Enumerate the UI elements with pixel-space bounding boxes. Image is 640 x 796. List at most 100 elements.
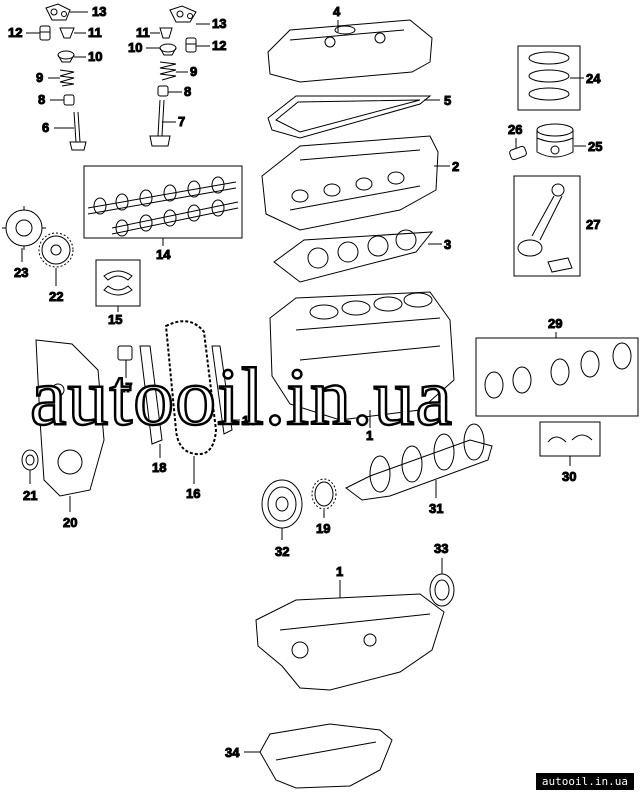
callout-label: 1 [336,564,343,579]
callout-label: 30 [562,469,576,484]
site-url-badge: autooil.in.ua [535,773,634,790]
callout-11-right: 11 [136,25,160,41]
callout-label: 17 [118,380,132,395]
callout-18-right: 18 [226,413,257,429]
camshaft-intake [87,176,237,215]
main-bearings-box [475,337,639,417]
callout-2: 2 [434,159,460,175]
valve-retainer-right [159,43,177,56]
callout-7: 7 [162,114,186,130]
piston [536,123,574,158]
callout-label: 33 [434,541,448,556]
callout-13-right: 13 [196,16,227,32]
rocker-arm-left [45,3,71,21]
timing-chain-cover [35,339,105,497]
oil-pan-lower [259,723,393,789]
callout-label: 10 [88,49,102,64]
callout-label: 8 [38,92,45,107]
callout-4: 4 [333,4,342,32]
connecting-rod-box [513,175,581,277]
callout-label: 24 [586,71,601,86]
crankshaft-sprocket [311,478,337,510]
callout-label: 25 [588,139,602,154]
callout-9-left: 9 [36,70,60,86]
callout-label: 5 [444,93,451,108]
callout-label: 13 [212,16,226,31]
callout-label: 3 [444,237,451,252]
callout-label: 1 [366,428,373,443]
callout-label: 9 [36,70,43,85]
callout-label: 10 [128,40,142,55]
callout-9-right: 9 [176,64,198,80]
callout-label: 2 [452,159,459,174]
callout-31: 31 [429,480,444,517]
intake-valve-left [69,111,87,151]
callout-10-left: 10 [74,49,103,65]
valve-cover-gasket [267,95,432,139]
lash-adjuster-right [185,37,197,53]
callout-34: 34 [225,745,260,761]
camshaft-bearing-box [95,259,141,307]
lash-adjuster-left [39,25,51,41]
valve-keeper-right [159,27,173,39]
vvt-actuator [2,206,46,250]
callout-6: 6 [42,120,74,136]
callout-29: 29 [548,316,563,338]
callout-label: 20 [63,515,77,530]
callout-label: 12 [8,25,22,40]
callout-8-right: 8 [168,84,192,100]
callout-label: 32 [275,544,289,559]
callout-label: 9 [190,64,197,79]
valve-spring-left [59,69,75,87]
callout-label: 34 [225,745,240,760]
callout-24: 24 [570,71,602,87]
valve-keeper-left [59,27,75,39]
piston-pin [509,145,527,161]
valve-spring-right [159,61,177,81]
callout-label: 19 [316,521,330,536]
crankshaft-pulley [261,479,303,529]
valve-seal-left [63,94,75,106]
callout-label: 7 [178,114,185,129]
callout-5: 5 [424,93,452,109]
callout-13-left: 13 [70,4,107,20]
callout-label: 6 [42,120,49,135]
callout-label: 11 [136,25,150,40]
callout-label: 29 [548,316,562,331]
callout-label: 16 [186,486,200,501]
callout-label: 12 [212,38,226,53]
crankshaft [345,423,493,501]
cylinder-head-gasket [273,229,434,283]
callout-label: 26 [508,122,522,137]
callout-19: 19 [316,510,331,537]
callout-27: 27 [586,217,601,233]
callout-label: 15 [108,312,122,327]
thrust-washers-box [539,421,601,457]
callout-18-left: 18 [152,444,167,476]
rocker-arm-right [169,5,197,23]
engine-block [269,291,455,421]
callout-label: 21 [23,488,37,503]
callout-1-block: 1 [366,410,374,444]
callout-21: 21 [23,470,38,504]
callout-23: 23 [14,248,29,281]
callout-12-right: 12 [196,38,227,54]
cylinder-head [261,135,439,231]
callout-label: 18 [152,460,166,475]
callout-32: 32 [275,528,290,560]
callout-26: 26 [508,122,523,148]
oil-pan-upper [255,593,445,691]
camshaft-exhaust [111,199,239,237]
camshaft-sprocket [38,232,74,268]
callout-label: 13 [92,4,106,19]
valve-cover [267,19,433,83]
crankshaft-front-seal [21,449,39,471]
callout-label: 27 [586,217,600,232]
callout-10-right: 10 [128,40,160,56]
rear-main-seal [429,573,455,607]
chain-guide-right [211,345,233,435]
callout-label: 31 [429,501,443,516]
callout-label: 11 [88,25,102,40]
callout-3: 3 [428,237,452,253]
